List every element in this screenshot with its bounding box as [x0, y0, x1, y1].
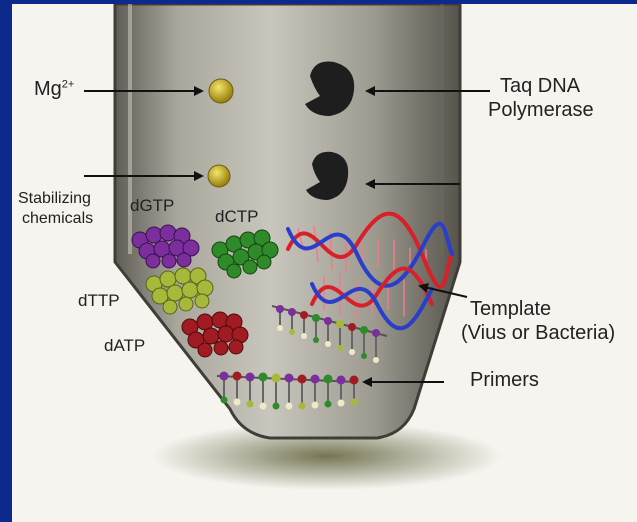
stabilizing-label-line1: Stabilizing	[18, 190, 91, 208]
dctp-label: dCTP	[215, 207, 258, 227]
template-label-line2: (Vius or Bacteria)	[461, 322, 615, 345]
dgtp-label: dGTP	[130, 196, 174, 216]
diagram-canvas: Mg2+ Taq DNA Polymerase Stabilizing chem…	[12, 4, 637, 522]
slide-border-left	[0, 0, 12, 522]
taq-label-line2: Polymerase	[488, 99, 594, 122]
mg-ion-bead	[209, 79, 233, 103]
dttp-label: dTTP	[78, 291, 120, 311]
datp-label: dATP	[104, 336, 145, 356]
taq-label-line1: Taq DNA	[500, 75, 580, 98]
pcr-tube	[115, 4, 460, 438]
mg-label: Mg2+	[34, 78, 74, 101]
template-label-line1: Template	[470, 298, 551, 321]
primers-label: Primers	[470, 369, 539, 392]
mg-ion-bead	[208, 165, 230, 187]
stabilizing-label-line2: chemicals	[22, 210, 93, 228]
